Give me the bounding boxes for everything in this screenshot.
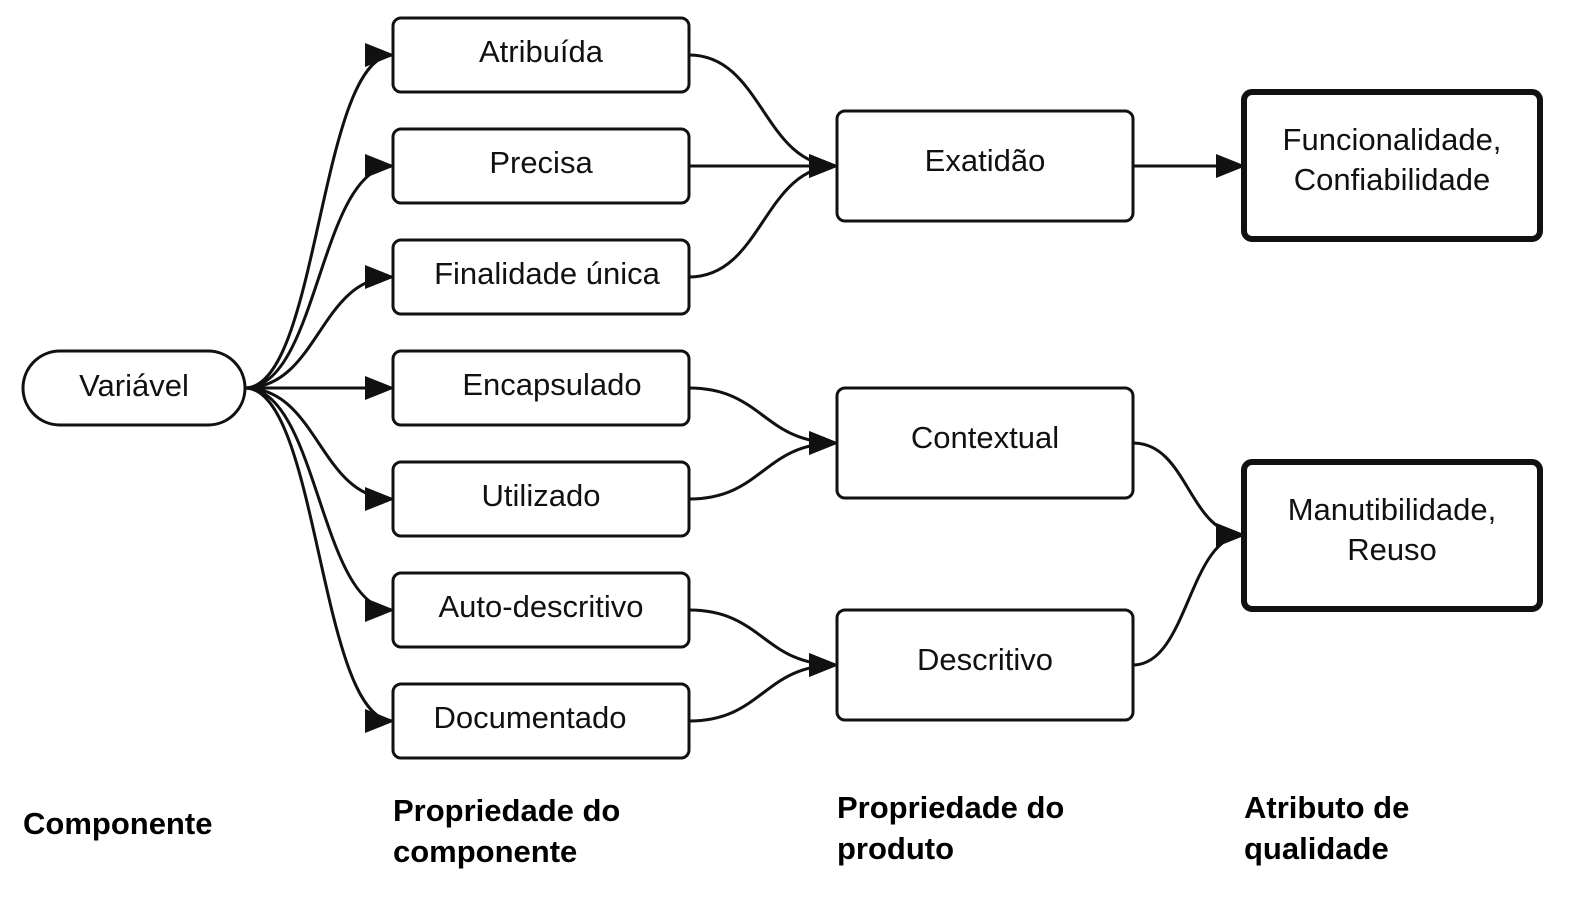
node-funcionalidade: Funcionalidade, Confiabilidade (1241, 89, 1543, 242)
node-utilizado-label: Utilizado (482, 478, 601, 513)
node-exatidao-label: Exatidão (925, 143, 1046, 178)
node-precisa: Precisa (391, 127, 691, 205)
column-title-propriedade-produto-line2: produto (837, 831, 954, 866)
edge-variavel-to-autodescritivo (244, 386, 395, 622)
column-title-atributo-qualidade-line1: Atributo de (1244, 790, 1409, 825)
node-funcionalidade-label-line1: Funcionalidade, (1283, 122, 1502, 157)
node-autodescritivo-label: Auto-descritivo (438, 589, 643, 624)
edge-utilizado-to-contextual (688, 431, 839, 501)
edge-variavel-to-atribuida (244, 43, 395, 390)
edge-atribuida-to-exatidao (688, 53, 839, 178)
node-descritivo-label: Descritivo (917, 642, 1053, 677)
node-finalidade-label: Finalidade única (434, 256, 661, 291)
edge-variavel-to-finalidade (244, 265, 395, 390)
node-variavel-label: Variável (79, 368, 189, 403)
node-encapsulado-label: Encapsulado (462, 367, 641, 402)
node-variavel: Variável (21, 349, 247, 427)
node-encapsulado: Encapsulado (391, 349, 691, 427)
node-contextual-label: Contextual (911, 420, 1059, 455)
node-utilizado: Utilizado (391, 460, 691, 538)
node-exatidao: Exatidão (835, 109, 1135, 223)
column-title-propriedade-componente-line1: Propriedade do (393, 793, 620, 828)
node-descritivo: Descritivo (835, 608, 1135, 722)
column-title-propriedade-produto-line1: Propriedade do (837, 790, 1064, 825)
edge-autodescritivo-to-descritivo (688, 608, 839, 677)
node-finalidade: Finalidade única (391, 238, 691, 316)
edge-variavel-to-precisa (244, 154, 395, 390)
edge-encapsulado-to-contextual (688, 386, 839, 455)
node-autodescritivo: Auto-descritivo (391, 571, 691, 649)
node-manutibilidade-label-line1: Manutibilidade, (1288, 492, 1497, 527)
edge-descritivo-to-manutibilidade (1132, 523, 1246, 667)
node-contextual: Contextual (835, 386, 1135, 500)
edge-variavel-to-documentado (244, 386, 395, 733)
node-precisa-label: Precisa (489, 145, 593, 180)
edge-contextual-to-manutibilidade (1132, 441, 1246, 547)
node-manutibilidade: Manutibilidade, Reuso (1241, 459, 1543, 612)
column-title-atributo-qualidade-line2: qualidade (1244, 831, 1389, 866)
edge-variavel-to-utilizado (244, 386, 395, 511)
node-manutibilidade-label-line2: Reuso (1347, 532, 1437, 567)
edge-finalidade-to-exatidao (688, 154, 839, 279)
node-atribuida: Atribuída (391, 16, 691, 94)
node-documentado-label: Documentado (433, 700, 626, 735)
edge-documentado-to-descritivo (688, 653, 839, 723)
column-title-componente: Componente (23, 806, 212, 841)
node-funcionalidade-label-line2: Confiabilidade (1294, 162, 1490, 197)
column-title-propriedade-componente-line2: componente (393, 834, 577, 869)
edges-layer (244, 43, 1246, 733)
node-documentado: Documentado (391, 682, 691, 760)
node-atribuida-label: Atribuída (479, 34, 604, 69)
